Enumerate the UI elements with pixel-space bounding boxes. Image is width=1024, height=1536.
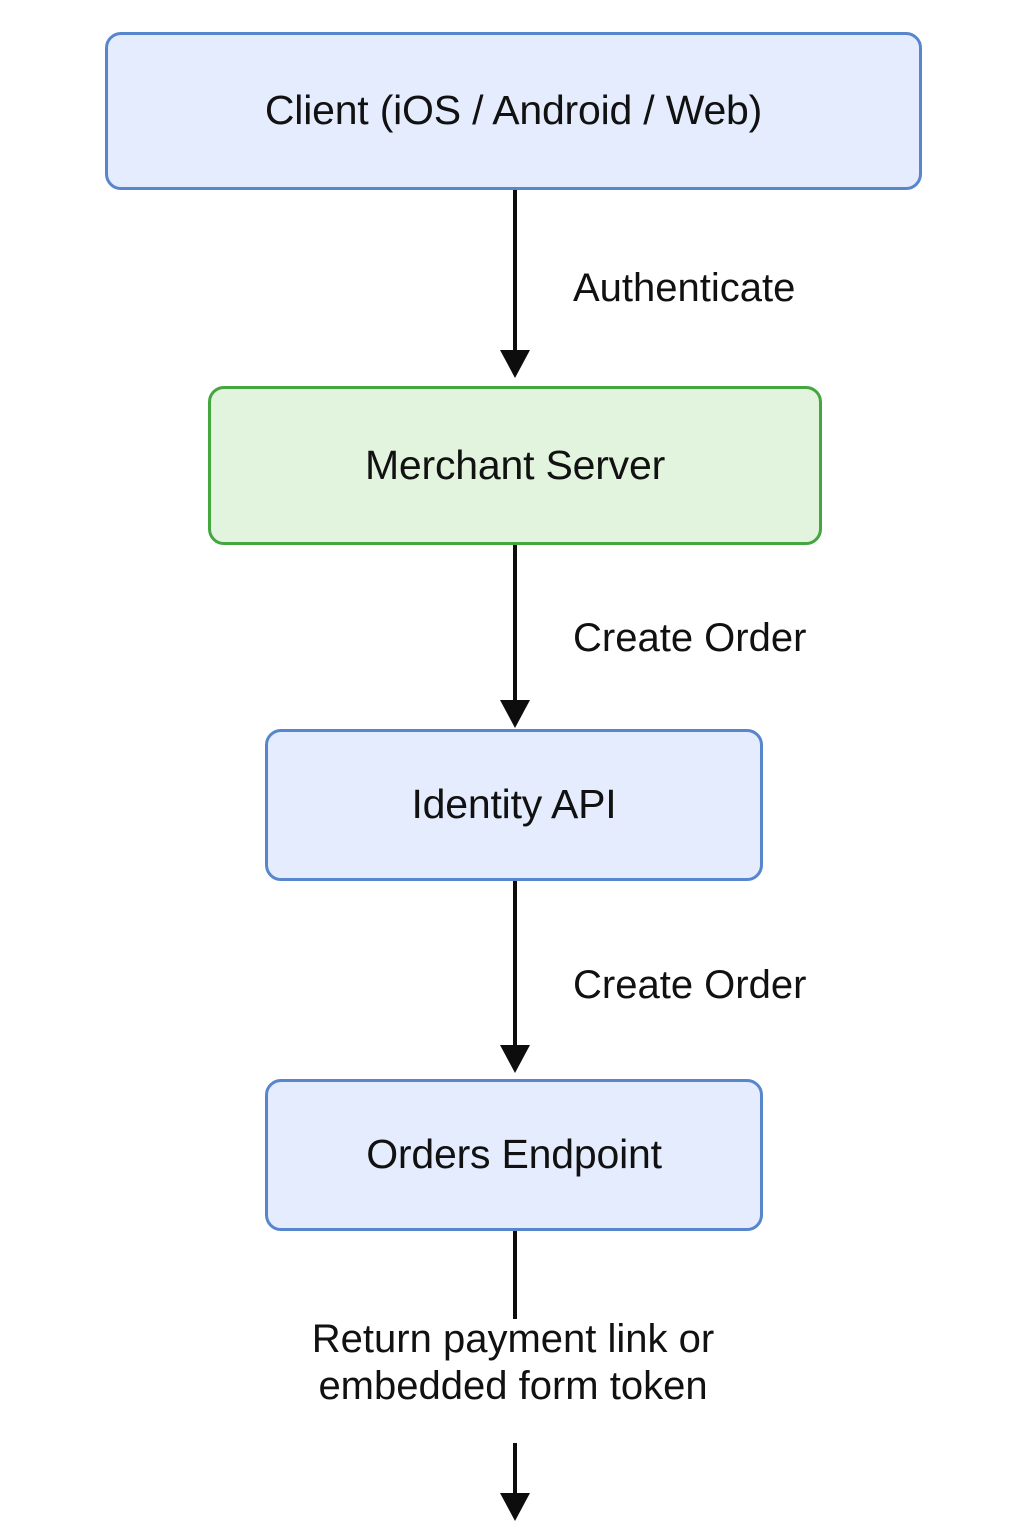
node-merchant-server-label: Merchant Server bbox=[364, 441, 666, 488]
edge-return-token-line-upper bbox=[513, 1231, 517, 1319]
node-orders-endpoint-label: Orders Endpoint bbox=[366, 1131, 662, 1178]
edge-authenticate-line bbox=[513, 190, 517, 350]
node-client[interactable]: Client (iOS / Android / Web) bbox=[105, 32, 922, 190]
edge-create-order-2-line bbox=[513, 881, 517, 1045]
node-client-label: Client (iOS / Android / Web) bbox=[264, 87, 763, 134]
node-orders-endpoint[interactable]: Orders Endpoint bbox=[265, 1079, 763, 1231]
edge-create-order-2-arrowhead bbox=[500, 1045, 530, 1073]
edge-return-token-arrowhead bbox=[500, 1493, 530, 1521]
edge-create-order-2-label: Create Order bbox=[573, 963, 807, 1007]
node-identity-api-label: Identity API bbox=[411, 781, 617, 828]
node-merchant-server[interactable]: Merchant Server bbox=[208, 386, 822, 545]
edge-authenticate-label: Authenticate bbox=[573, 266, 796, 310]
edge-return-token-label-line2: embedded form token bbox=[318, 1364, 708, 1409]
edge-create-order-1-line bbox=[513, 545, 517, 700]
edge-create-order-1-label: Create Order bbox=[573, 616, 807, 660]
edge-create-order-1-arrowhead bbox=[500, 700, 530, 728]
edge-return-token-label: Return payment link or embedded form tok… bbox=[237, 1316, 789, 1410]
edge-return-token-line-lower bbox=[513, 1443, 517, 1493]
edge-authenticate-arrowhead bbox=[500, 350, 530, 378]
node-identity-api[interactable]: Identity API bbox=[265, 729, 763, 881]
edge-return-token-label-line1: Return payment link or bbox=[311, 1317, 715, 1361]
